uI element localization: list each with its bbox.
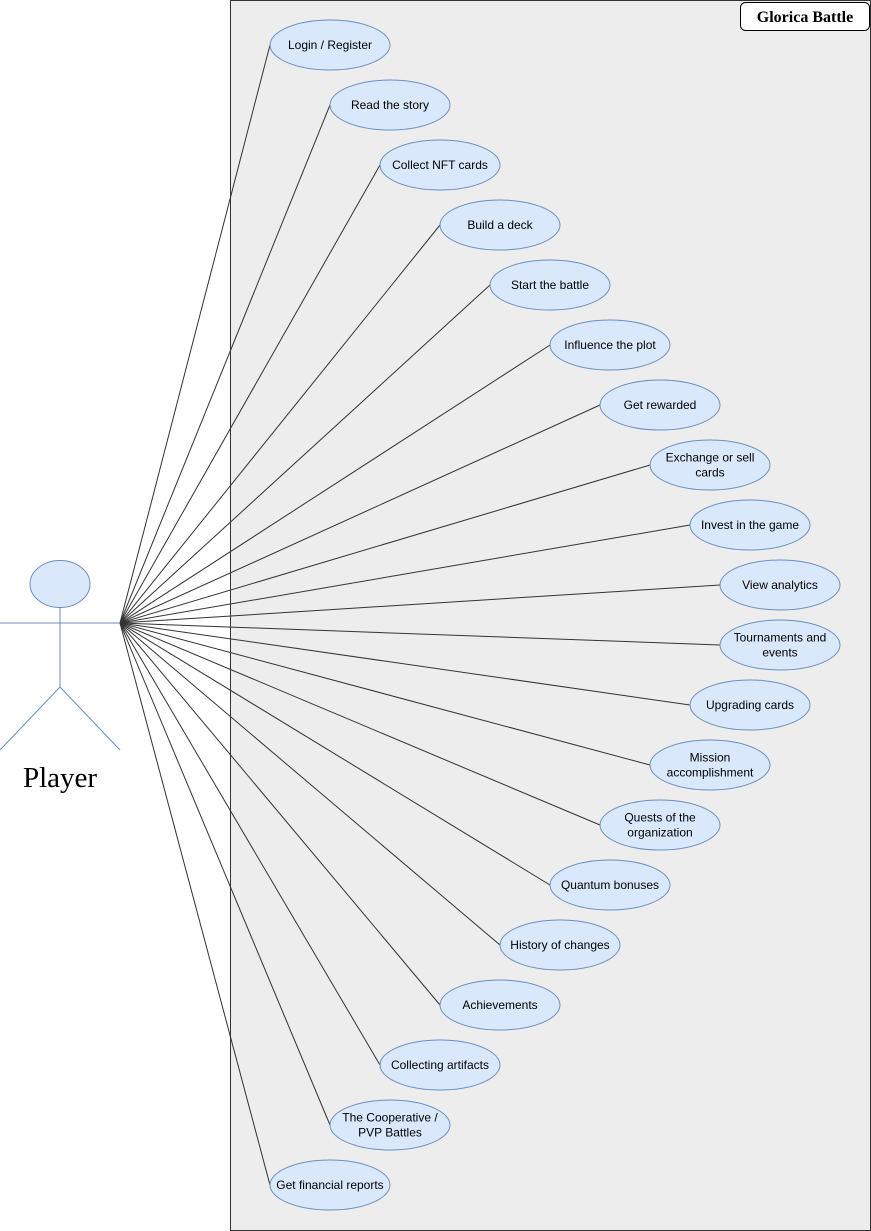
association-line bbox=[119, 622, 271, 1186]
use-case-label: Mission bbox=[690, 751, 731, 765]
use-case-label: Login / Register bbox=[288, 38, 372, 52]
use-case-label: organization bbox=[627, 826, 692, 840]
actor-name: Player bbox=[23, 762, 97, 794]
actor-left-leg bbox=[0, 686, 61, 751]
use-case-ellipse bbox=[719, 619, 841, 671]
association-line bbox=[119, 622, 651, 766]
association-line bbox=[119, 622, 601, 826]
use-case-ellipse bbox=[599, 799, 721, 851]
use-case-ellipse bbox=[439, 199, 561, 251]
association-line bbox=[119, 524, 691, 624]
use-case: Achievements bbox=[439, 979, 561, 1031]
actor-head bbox=[29, 560, 91, 608]
use-case-label: Invest in the game bbox=[701, 518, 799, 532]
use-case: Read the story bbox=[329, 79, 451, 131]
use-case-ellipse bbox=[269, 19, 391, 71]
use-case-label: Achievements bbox=[462, 998, 537, 1012]
use-case-label: Tournaments and bbox=[734, 631, 827, 645]
use-case: View analytics bbox=[719, 559, 841, 611]
use-case-ellipse bbox=[689, 499, 811, 551]
association-line bbox=[119, 224, 441, 624]
use-case-label: Collecting artifacts bbox=[391, 1058, 489, 1072]
system-title: Glorica Battle bbox=[757, 9, 853, 26]
system-title-box: Glorica Battle bbox=[740, 2, 870, 31]
association-line bbox=[119, 622, 691, 706]
use-case: Get financial reports bbox=[269, 1159, 391, 1211]
association-line bbox=[119, 464, 651, 624]
association-line bbox=[119, 284, 491, 624]
use-case-label: Get financial reports bbox=[276, 1178, 383, 1192]
use-case-label: Quests of the bbox=[624, 811, 696, 825]
use-case-ellipse bbox=[329, 1099, 451, 1151]
use-case-label: cards bbox=[695, 466, 724, 480]
association-line bbox=[119, 622, 721, 646]
use-case: Invest in the game bbox=[689, 499, 811, 551]
use-case-ellipse bbox=[649, 439, 771, 491]
association-line bbox=[119, 622, 381, 1066]
use-case-label: The Cooperative / bbox=[342, 1111, 438, 1125]
use-case-label: Start the battle bbox=[511, 278, 589, 292]
use-case: Influence the plot bbox=[549, 319, 671, 371]
use-case: Build a deck bbox=[439, 199, 561, 251]
use-case-label: Exchange or sell bbox=[666, 451, 755, 465]
use-case-label: PVP Battles bbox=[358, 1126, 422, 1140]
association-line bbox=[119, 344, 551, 624]
use-case-label: History of changes bbox=[510, 938, 609, 952]
use-case-label: View analytics bbox=[742, 578, 818, 592]
association-line bbox=[119, 622, 331, 1126]
use-case-ellipse bbox=[719, 559, 841, 611]
use-case-label: Influence the plot bbox=[564, 338, 656, 352]
actor-player: Player bbox=[0, 560, 121, 794]
use-case-label: Upgrading cards bbox=[706, 698, 794, 712]
use-case: Quantum bonuses bbox=[549, 859, 671, 911]
association-line bbox=[119, 622, 501, 946]
use-case-ellipse bbox=[489, 259, 611, 311]
use-case: Login / Register bbox=[269, 19, 391, 71]
use-case-ellipse bbox=[379, 139, 501, 191]
use-case: Upgrading cards bbox=[689, 679, 811, 731]
association-line bbox=[119, 104, 331, 624]
use-case-ellipse bbox=[649, 739, 771, 791]
system-boundary bbox=[230, 0, 871, 1231]
use-case-label: Build a deck bbox=[467, 218, 533, 232]
association-line bbox=[119, 164, 381, 624]
use-case-ellipse bbox=[549, 319, 671, 371]
association-line bbox=[119, 584, 721, 624]
use-case-ellipse bbox=[499, 919, 621, 971]
use-case-label: Collect NFT cards bbox=[392, 158, 488, 172]
association-line bbox=[119, 44, 271, 624]
use-case-label: accomplishment bbox=[667, 766, 754, 780]
use-case: Get rewarded bbox=[599, 379, 721, 431]
use-case: Start the battle bbox=[489, 259, 611, 311]
use-case-label: Quantum bonuses bbox=[561, 878, 659, 892]
use-case-label: Get rewarded bbox=[624, 398, 697, 412]
association-line bbox=[119, 622, 441, 1006]
association-line bbox=[119, 404, 601, 624]
use-case: The Cooperative /PVP Battles bbox=[329, 1099, 451, 1151]
use-case-ellipse bbox=[439, 979, 561, 1031]
use-case-ellipse bbox=[379, 1039, 501, 1091]
use-case-label: Read the story bbox=[351, 98, 429, 112]
actor-right-leg bbox=[59, 686, 121, 751]
use-case-ellipse bbox=[329, 79, 451, 131]
use-case: History of changes bbox=[499, 919, 621, 971]
use-case-ellipse bbox=[689, 679, 811, 731]
use-case-ellipse bbox=[269, 1159, 391, 1211]
use-case-ellipse bbox=[549, 859, 671, 911]
use-case: Collecting artifacts bbox=[379, 1039, 501, 1091]
use-case-ellipse bbox=[599, 379, 721, 431]
use-case-label: events bbox=[762, 646, 797, 660]
use-case: Collect NFT cards bbox=[379, 139, 501, 191]
associations bbox=[119, 44, 721, 1186]
association-line bbox=[119, 622, 551, 886]
